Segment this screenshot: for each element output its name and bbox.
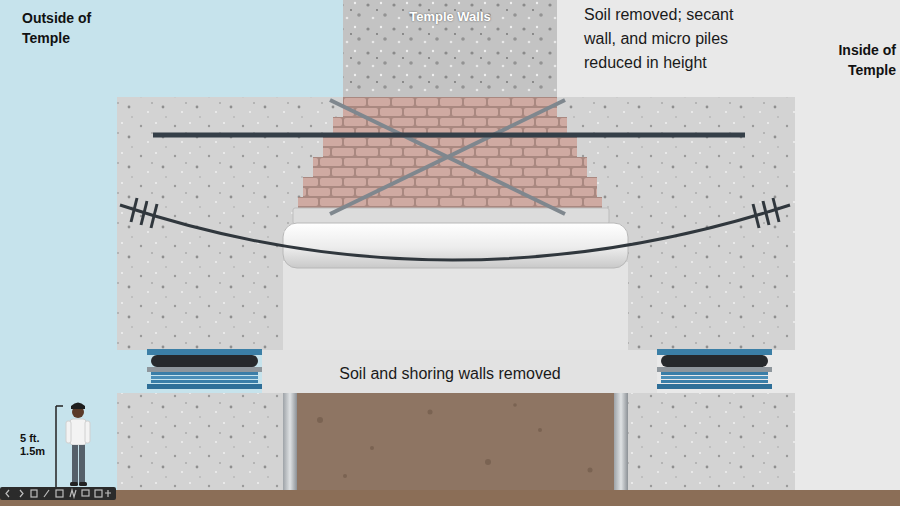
wall-section: Temple Walls	[343, 0, 557, 97]
scale-dimension: 5 ft. 1.5m	[20, 432, 53, 458]
soil	[283, 393, 628, 490]
tendon-cable	[120, 205, 790, 260]
tie-bar	[153, 133, 745, 138]
soil-texture	[317, 403, 593, 478]
side-label: Inside of Temple	[822, 40, 896, 80]
node-title: Temple Walls	[349, 9, 551, 25]
scale-figure	[66, 403, 90, 487]
note-text: Soil and shoring walls removed	[282, 364, 618, 384]
cross-brace	[330, 100, 565, 214]
cable-anchor	[131, 198, 779, 228]
cross-brace	[330, 100, 565, 214]
pedestal	[283, 262, 628, 352]
isolation-bearing	[657, 349, 772, 389]
lower-block	[117, 393, 283, 490]
shoring-post	[614, 393, 628, 490]
lower-block	[628, 393, 795, 490]
viewer-toolbar	[0, 487, 116, 500]
temple-wall	[343, 0, 557, 99]
removed-band	[262, 350, 657, 394]
side-label: Outside of Temple	[22, 8, 118, 48]
isolation-bearing	[147, 349, 262, 389]
shoring-post	[283, 393, 297, 490]
note-text: Soil removed; secant wall, and micro pil…	[584, 3, 760, 75]
height-bracket	[56, 406, 63, 487]
ground-strip	[0, 490, 900, 506]
